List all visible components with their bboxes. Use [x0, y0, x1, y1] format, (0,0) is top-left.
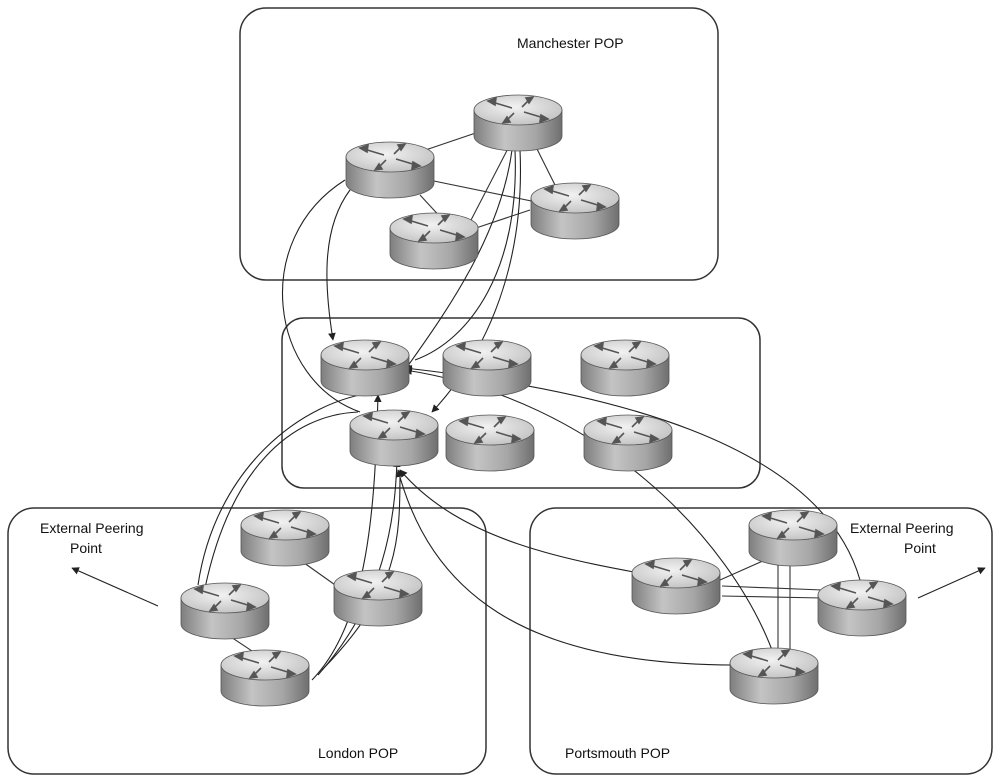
- router-icon: [817, 579, 907, 637]
- router-icon: [729, 647, 819, 705]
- router-icon: [320, 339, 410, 397]
- london-pop-label: London POP: [318, 745, 398, 761]
- peering-left-line1: External Peering: [40, 520, 144, 536]
- router-icon: [748, 509, 838, 567]
- router-icon: [442, 339, 532, 397]
- routers: [180, 94, 907, 707]
- portsmouth-pop-box: [529, 507, 993, 775]
- router-icon: [389, 212, 479, 270]
- router-icon: [180, 582, 270, 640]
- manchester-pop-label: Manchester POP: [517, 35, 624, 51]
- peering-right-line1: External Peering: [850, 520, 954, 536]
- manchester-pop-box: [239, 7, 719, 281]
- peering-right-line2: Point: [904, 540, 936, 556]
- router-icon: [583, 414, 673, 472]
- core-pop-box: [281, 317, 761, 489]
- router-icon: [530, 182, 620, 240]
- router-icon: [631, 557, 721, 615]
- router-icon: [220, 649, 310, 707]
- router-icon: [473, 94, 563, 152]
- peering-left-line2: Point: [70, 540, 102, 556]
- router-icon: [445, 414, 535, 472]
- router-icon: [333, 569, 423, 627]
- router-icon: [349, 409, 439, 467]
- router-icon: [240, 509, 330, 567]
- router-icon: [345, 141, 435, 199]
- portsmouth-pop-label: Portsmouth POP: [565, 745, 670, 761]
- router-icon: [580, 339, 670, 397]
- london-pop-box: [7, 507, 487, 775]
